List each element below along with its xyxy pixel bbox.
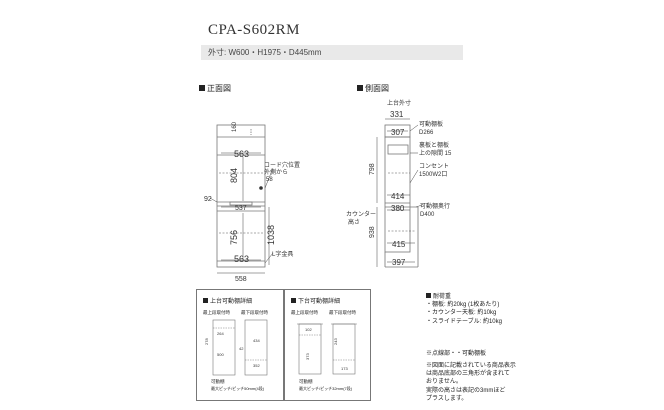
front-view-heading: 正面図 — [199, 83, 231, 94]
side-view-heading: 側面図 — [357, 83, 389, 94]
top-outer-label: 上台外寸 — [387, 99, 411, 107]
side-view-drawing: 上台外寸 331 307 可動棚板 D266 裏板と棚板 上の隙間 15 コンセ… — [346, 99, 452, 268]
outlet-label: コンセント — [419, 163, 449, 170]
svg-text:可動棚: 可動棚 — [299, 378, 313, 385]
square-bullet-icon — [426, 293, 431, 298]
dim-756: 756 — [229, 230, 239, 245]
shelf-depth-label: 可動棚奥行 — [420, 202, 450, 210]
svg-text:243: 243 — [333, 338, 338, 345]
upper-shelf-detail-title: 上台可動棚詳細 — [203, 296, 252, 305]
movable-shelf-depth: D266 — [419, 130, 434, 136]
dim-397: 397 — [392, 258, 406, 267]
dim-307: 307 — [391, 128, 405, 137]
svg-text:最上段取付時: 最上段取付時 — [291, 309, 318, 316]
lower-shelf-detail-title: 下台可動棚詳細 — [291, 296, 340, 305]
svg-text:最大ピッチ/ピッチ50mm(4段): 最大ピッチ/ピッチ50mm(4段) — [211, 385, 265, 391]
dim-414: 414 — [391, 192, 405, 201]
load-item: ・スライドテーブル: 約10kg — [426, 318, 502, 325]
svg-text:最大ピッチ/ピッチ32mm(7段): 最大ピッチ/ピッチ32mm(7段) — [299, 385, 353, 391]
load-capacity-section: 耐荷重 ・棚板: 約20kg (1枚あたり) ・カウンター天板: 約10kg ・… — [426, 293, 502, 326]
cord-hole-note: コード穴位置 — [264, 161, 300, 169]
outlet-spec: 1500W2口 — [419, 171, 447, 178]
svg-text:352: 352 — [253, 363, 260, 368]
front-view-drawing: 160 563 804 537 92 1038 756 563 558 コード穴… — [204, 121, 300, 283]
square-bullet-icon — [291, 298, 296, 303]
dim-1038: 1038 — [266, 225, 276, 245]
upper-shelf-detail-box: 上台可動棚詳細 最上段取付時 最下段取付時 278 264 434 500 35… — [196, 289, 284, 401]
svg-text:434: 434 — [253, 338, 260, 343]
dim-563-top: 563 — [234, 149, 249, 159]
dotted-line-legend: ※点線部・・可動棚板 — [426, 351, 487, 357]
load-item: ・カウンター天板: 約10kg — [426, 310, 497, 317]
svg-text:42: 42 — [239, 346, 244, 351]
counter-label-2: 高さ — [348, 218, 360, 226]
outer-size-bar: 外寸: W600・H1975・D445mm — [201, 45, 463, 60]
dim-537: 537 — [235, 205, 247, 212]
outer-size-text: 外寸: W600・H1975・D445mm — [208, 48, 322, 57]
svg-text:500: 500 — [217, 352, 224, 357]
dim-563-bottom: 563 — [234, 254, 249, 264]
dim-160: 160 — [232, 121, 238, 132]
dim-380: 380 — [391, 204, 405, 213]
upper-shelf-diagram: 最上段取付時 最下段取付時 278 264 434 500 352 42 可動棚… — [203, 309, 268, 391]
lower-shelf-detail-box: 下台可動棚詳細 最上段取付時 最下段取付時 102 373 243 173 可動… — [284, 289, 371, 401]
counter-label: カウンター — [346, 210, 376, 218]
lower-shelf-diagram: 最上段取付時 最下段取付時 102 373 243 173 可動棚 最大ピッチ/… — [291, 309, 357, 391]
cord-hole-note-2: 外側から — [264, 168, 288, 176]
square-bullet-icon — [357, 85, 363, 91]
dim-331: 331 — [390, 110, 404, 119]
svg-text:264: 264 — [217, 331, 224, 336]
square-bullet-icon — [203, 298, 208, 303]
load-item: ・棚板: 約20kg (1枚あたり) — [426, 302, 500, 309]
l-bracket-note: L字金具 — [272, 250, 293, 258]
disclaimer-note: ※図面に記載されている商品表示 は商品底部の三角形が含まれて おりません。 実際… — [426, 363, 516, 402]
svg-text:173: 173 — [341, 366, 348, 371]
shelf-depth-value: D400 — [420, 212, 435, 218]
dim-938: 938 — [369, 226, 376, 238]
dim-92: 92 — [204, 196, 212, 203]
gap-label-2: 上の隙間 15 — [419, 149, 452, 157]
dim-798: 798 — [369, 163, 376, 175]
upper-col1-label: 最上段取付時 — [203, 309, 230, 316]
square-bullet-icon — [199, 85, 205, 91]
svg-text:278: 278 — [204, 338, 209, 345]
svg-text:最下段取付時: 最下段取付時 — [329, 309, 356, 316]
upper-col2-label: 最下段取付時 — [241, 309, 268, 316]
movable-shelf-label: 可動棚板 — [419, 120, 443, 128]
svg-text:102: 102 — [305, 327, 312, 332]
cord-hole-note-3: 58 — [266, 177, 273, 183]
load-capacity-heading: 耐荷重 — [426, 293, 502, 301]
model-title: CPA-S602RM — [208, 22, 300, 38]
gap-label: 裏板と棚板 — [419, 141, 449, 149]
dim-415: 415 — [392, 240, 406, 249]
svg-text:可動棚: 可動棚 — [211, 378, 225, 385]
svg-text:373: 373 — [305, 353, 310, 360]
dim-558: 558 — [235, 276, 247, 283]
dim-804: 804 — [229, 168, 239, 183]
